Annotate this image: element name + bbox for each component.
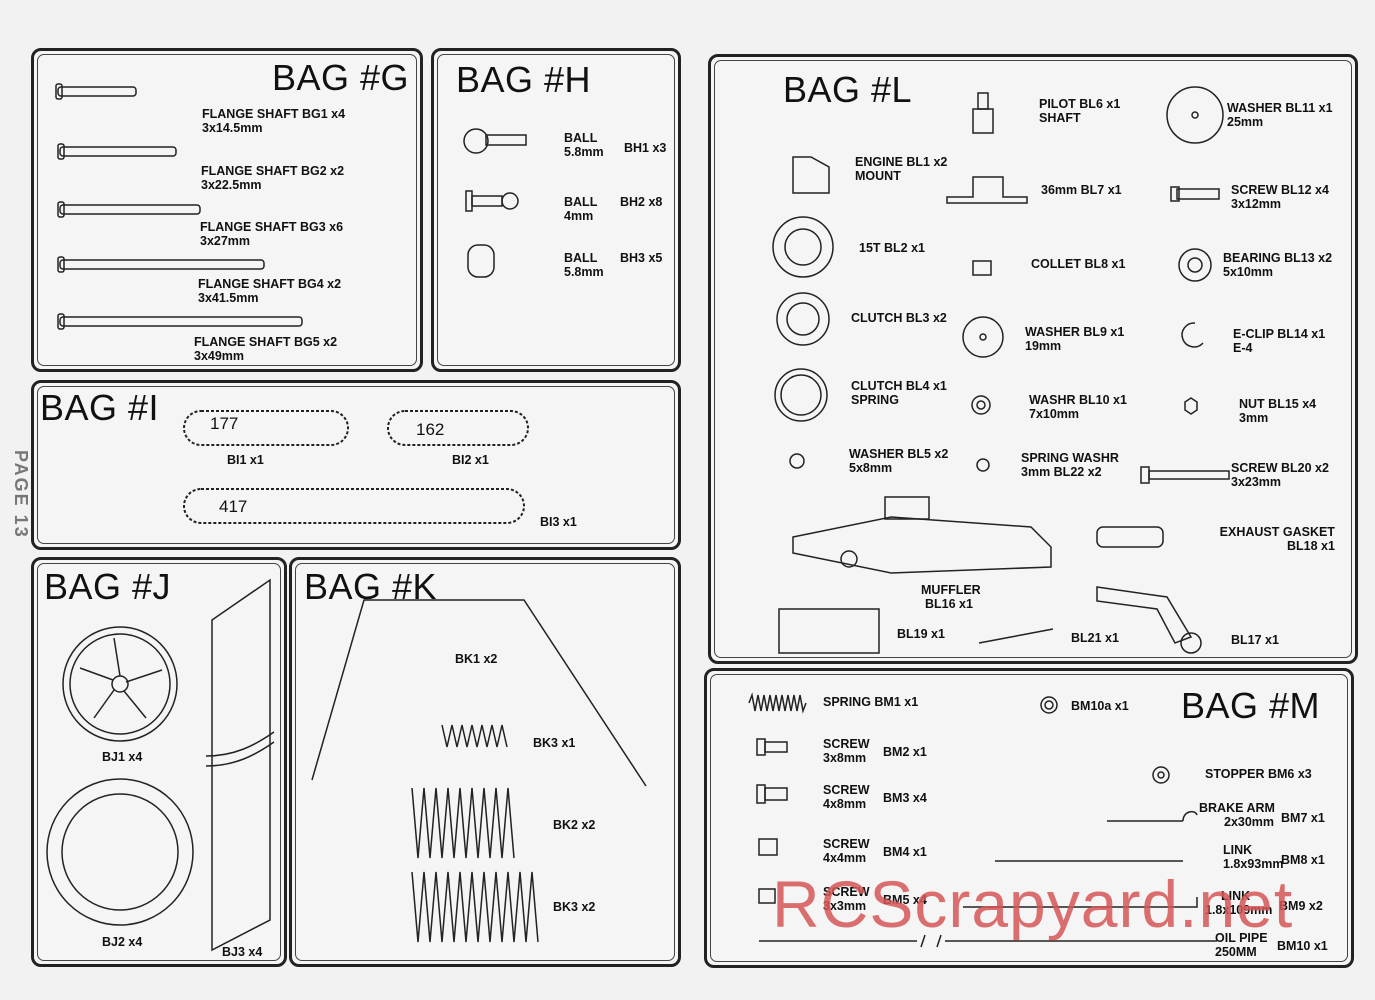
bm2-code: BM2 x1 xyxy=(883,745,927,759)
springs-bars-drawing xyxy=(311,599,647,943)
bl17-label: BL17 x1 xyxy=(1231,633,1279,647)
bk2-label: BK2 x2 xyxy=(553,818,596,832)
bl21-label: BL21 x1 xyxy=(1071,631,1119,645)
bh2-code: BH2 x8 xyxy=(620,195,663,209)
bag-l-title: BAG #L xyxy=(783,69,913,110)
bl7-label: 36mm BL7 x1 xyxy=(1041,183,1122,197)
bl2-label: 15T BL2 x1 xyxy=(859,241,926,255)
bm3-code: BM3 x4 xyxy=(883,791,927,805)
bi2-teeth: 162 xyxy=(416,420,445,439)
bk3b-label: BK3 x2 xyxy=(553,900,596,914)
bm10-code: BM10 x1 xyxy=(1277,939,1328,953)
bj2-label: BJ2 x4 xyxy=(102,935,143,949)
bag-i-panel: BAG #I 177 BI1 x1 162 BI2 x1 417 BI3 x1 xyxy=(31,380,681,550)
flange-shafts-drawing xyxy=(55,83,303,330)
bag-j-title: BAG #J xyxy=(44,566,172,607)
bm4-code: BM4 x1 xyxy=(883,845,927,859)
bh1-code: BH1 x3 xyxy=(624,141,667,155)
bl3-label: CLUTCH BL3 x2 xyxy=(851,311,947,325)
bag-h-title: BAG #H xyxy=(456,59,592,100)
bl8-label: COLLET BL8 x1 xyxy=(1031,257,1126,271)
bm1-label: SPRING BM1 x1 xyxy=(823,695,919,709)
engine-parts-drawing xyxy=(772,86,1230,654)
bl19-label: BL19 x1 xyxy=(897,627,945,641)
bj3-label: BJ3 x4 xyxy=(222,945,263,959)
bi1-teeth: 177 xyxy=(210,414,239,433)
bh3-code: BH3 x5 xyxy=(620,251,663,265)
bag-i-title: BAG #I xyxy=(40,387,160,428)
bj1-label: BJ1 x4 xyxy=(102,750,143,764)
bm5-code: BM5 x4 xyxy=(883,893,927,907)
brake-parts-drawing xyxy=(748,692,1217,948)
bag-j-panel: BAG #J BJ1 x4 BJ2 x4 BJ3 x4 xyxy=(31,557,287,967)
bi3-teeth: 417 xyxy=(219,497,248,516)
bag-l-panel: BAG #L PILOT BL6 x1 xyxy=(708,54,1358,664)
page-number: PAGE 13 xyxy=(11,450,31,539)
bi3-code: BI3 x1 xyxy=(540,515,577,529)
bm9-code: BM9 x2 xyxy=(1279,899,1323,913)
ball-studs-drawing xyxy=(463,128,527,278)
bag-k-panel: BAG #K BK1 x2 BK3 x1 BK2 x2 BK3 x2 xyxy=(289,557,681,967)
bm6-label: STOPPER BM6 x3 xyxy=(1205,767,1312,781)
belts-drawing xyxy=(183,410,529,524)
bm7-code: BM7 x1 xyxy=(1281,811,1325,825)
wheels-drawing xyxy=(46,578,275,952)
bm10a-label: BM10a x1 xyxy=(1071,699,1129,713)
bk3a-label: BK3 x1 xyxy=(533,736,576,750)
bk1-label: BK1 x2 xyxy=(455,652,498,666)
bag-g-title: BAG #G xyxy=(272,57,410,98)
bm8-code: BM8 x1 xyxy=(1281,853,1325,867)
watermark-text: RCScrapyard.net xyxy=(772,867,1294,941)
bi1-code: BI1 x1 xyxy=(227,453,264,467)
bag-m-title: BAG #M xyxy=(1181,685,1321,726)
bi2-code: BI2 x1 xyxy=(452,453,489,467)
